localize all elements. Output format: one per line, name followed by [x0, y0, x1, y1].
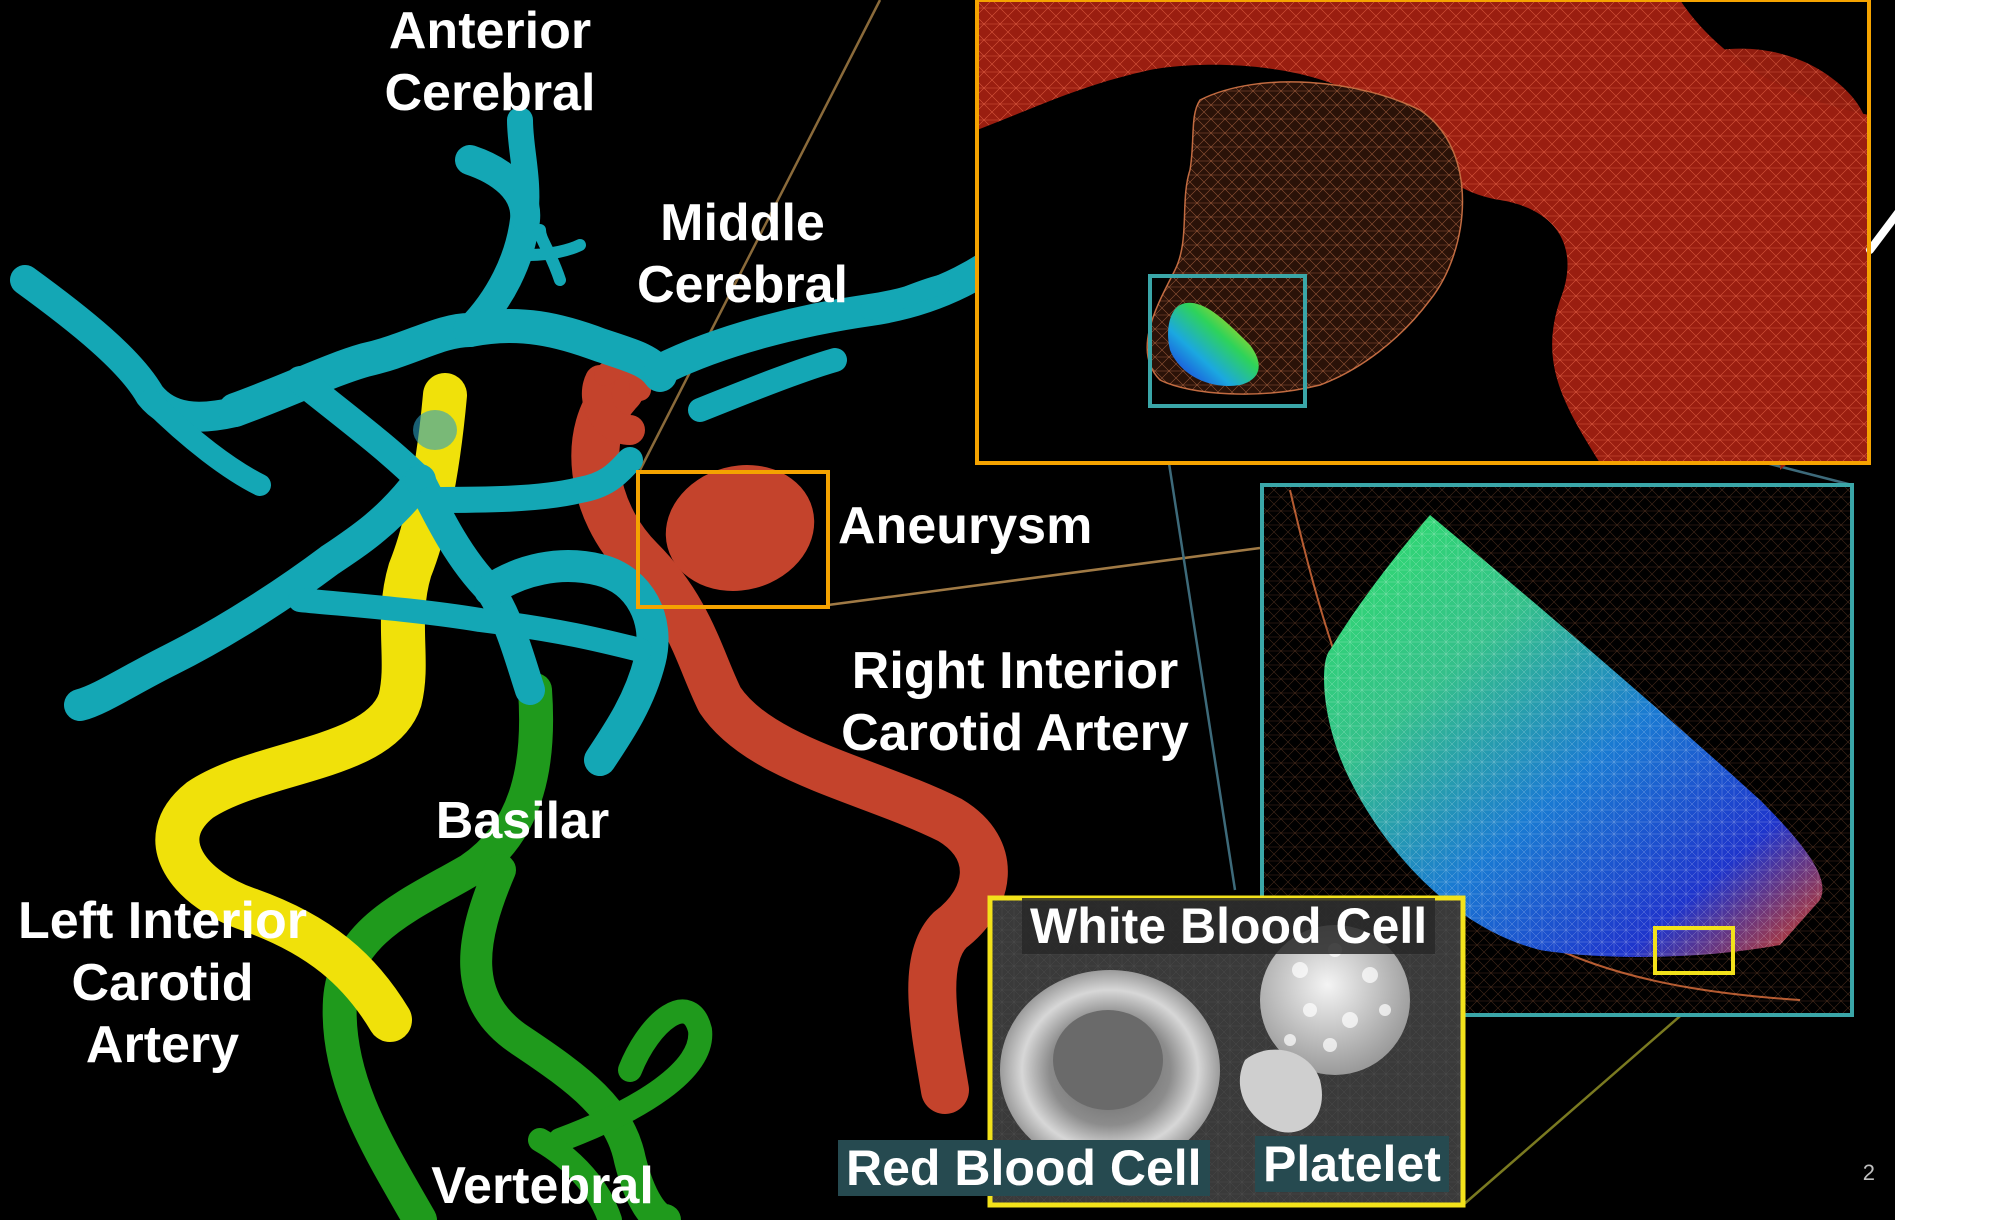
label-aneurysm: Aneurysm [838, 495, 1092, 557]
tag-platelet: Platelet [1255, 1136, 1449, 1192]
page-number: 2 [1863, 1160, 1875, 1186]
basilar-vertebral-vessels [340, 690, 701, 1220]
label-basilar: Basilar [430, 790, 615, 852]
tag-red-blood-cell: Red Blood Cell [838, 1140, 1210, 1196]
label-vertebral: Vertebral [425, 1155, 660, 1217]
tag-white-blood-cell: White Blood Cell [1022, 898, 1435, 954]
mesh-zoom-panel [977, 0, 1895, 470]
